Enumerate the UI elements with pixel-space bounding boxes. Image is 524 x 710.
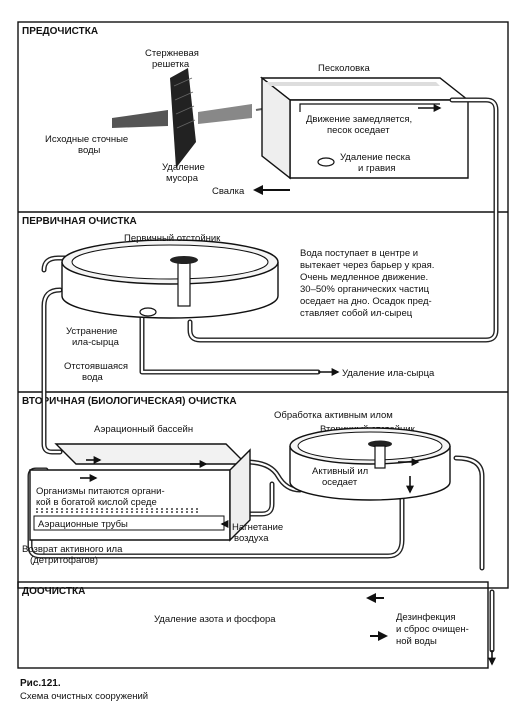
figure-title: Схема очистных сооружений (20, 691, 148, 702)
landfill-label: Свалка (212, 186, 245, 197)
disinfection-label-1: Дезинфекция (396, 612, 456, 623)
sand-trap-label: Песколовка (318, 63, 371, 74)
influent-label-1: Исходные сточные (45, 134, 128, 145)
primary-note-3: Очень медленное движение. (300, 272, 428, 283)
primary-note-2: вытекает через барьер у края. (300, 260, 434, 271)
grit-label-1: Удаление песка (340, 152, 411, 163)
sludge-removal-label: Удаление ила-сырца (342, 368, 435, 379)
primary-note-5: оседает на дно. Осадок пред- (300, 296, 432, 307)
primary-note-1: Вода поступает в центре и (300, 248, 418, 259)
air-label-2: воздуха (234, 533, 269, 544)
sludge-settles-label-1: Активный ил (312, 466, 368, 477)
screen-label-2: решетка (152, 59, 190, 70)
sand-trap (259, 76, 471, 180)
pipe-network (27, 97, 499, 653)
section-title-secondary: ВТОРИЧНАЯ (БИОЛОГИЧЕСКАЯ) ОЧИСТКА (22, 396, 237, 407)
sludge-out-label-1: Устранение (66, 326, 117, 337)
section-title-tertiary: ДООЧИСТКА (22, 586, 85, 597)
aeration-pipes-label: Аэрационные трубы (38, 519, 128, 530)
air-label-1: Нагнетание (232, 522, 283, 533)
sludge-settles-label-2: оседает (322, 477, 358, 488)
settled-label-1: Отстоявшаяся (64, 361, 128, 372)
slowdown-label-2: песок оседает (327, 125, 390, 136)
aeration-tank (29, 443, 251, 542)
return-label-1: Возврат активного ила (22, 544, 123, 555)
disinfection-label-3: ной воды (396, 636, 437, 647)
aeration-tank-label: Аэрационный бассейн (94, 424, 193, 435)
settled-label-2: вода (82, 372, 104, 383)
debris-label-1: Удаление (162, 162, 205, 173)
primary-note-4: 30–50% органических частиц (300, 284, 430, 295)
slowdown-label-1: Движение замедляется, (306, 114, 412, 125)
primary-note: Вода поступает в центре и вытекает через… (300, 248, 434, 319)
section-frames (17, 21, 509, 669)
primary-clarifier (61, 239, 279, 319)
section-title-primary: ПЕРВИЧНАЯ ОЧИСТКА (22, 216, 137, 227)
return-label-2: (детритофагов) (30, 555, 98, 566)
sludge-out-label-2: ила-сырца (72, 337, 120, 348)
primary-tank-label: Первичный отстойник (124, 233, 221, 244)
nutrient-removal-label: Удаление азота и фосфора (154, 614, 276, 625)
screen-label-1: Стержневая (145, 48, 199, 59)
organisms-label-1: Организмы питаются органи- (36, 486, 165, 497)
figure-number: Рис.121. (20, 678, 61, 689)
activated-label: Обработка активным илом (274, 410, 393, 421)
influent-label-2: воды (78, 145, 101, 156)
bar-screen (170, 68, 196, 168)
primary-note-6: ставляет собой ил-сырец (300, 308, 413, 319)
secondary-clarifier (289, 427, 451, 501)
section-title-pre: ПРЕДОЧИСТКА (22, 26, 98, 37)
disinfection-label-2: и сброс очищен- (396, 624, 469, 635)
organisms-label-2: кой в богатой кислой среде (36, 497, 157, 508)
debris-label-2: мусора (166, 173, 199, 184)
grit-label-2: и гравия (358, 163, 395, 174)
